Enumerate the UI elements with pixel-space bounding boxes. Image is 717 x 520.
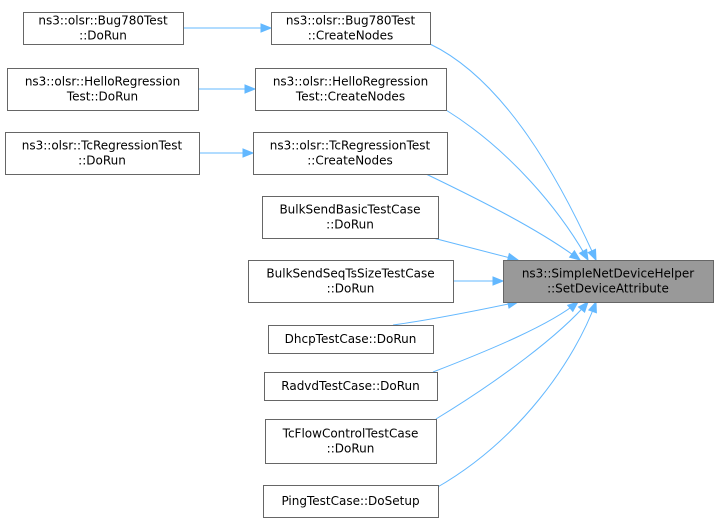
node-label-line: Test::DoRun <box>66 90 138 104</box>
arrowhead-icon <box>492 276 505 286</box>
node-box <box>268 325 434 354</box>
node-hello-createnodes[interactable]: ns3::olsr::HelloRegressionTest::CreateNo… <box>255 68 447 111</box>
node-label-line: ns3::olsr::HelloRegression <box>25 75 180 89</box>
node-label-line: BulkSendSeqTsSizeTestCase <box>266 267 434 281</box>
node-label-line: ns3::olsr::TcRegressionTest <box>22 139 183 153</box>
node-label-line: ns3::olsr::TcRegressionTest <box>270 139 431 153</box>
node-box <box>253 132 448 175</box>
edge-bulksend-seq-to-target <box>453 276 505 286</box>
node-label-line: ::CreateNodes <box>308 29 394 43</box>
node-bug780-createnodes[interactable]: ns3::olsr::Bug780Test::CreateNodes <box>271 12 431 45</box>
node-dhcp[interactable]: DhcpTestCase::DoRun <box>268 325 434 354</box>
node-box <box>264 372 438 401</box>
node-tc-createnodes[interactable]: ns3::olsr::TcRegressionTest::CreateNodes <box>253 132 448 175</box>
edge-bulksend-basic-to-target <box>432 237 520 262</box>
node-label-line: RadvdTestCase::DoRun <box>281 379 419 393</box>
node-bug780-dorun[interactable]: ns3::olsr::Bug780Test::DoRun <box>23 12 184 45</box>
arrowhead-icon <box>568 249 582 261</box>
edge-line <box>435 301 589 420</box>
edge-tcflow-to-target <box>435 300 589 420</box>
node-label-line: ::DoRun <box>78 154 126 168</box>
edge-line <box>432 301 579 373</box>
edge-radvd-to-target <box>432 301 580 373</box>
edge-line <box>435 301 597 489</box>
node-label-line: ns3::olsr::HelloRegression <box>273 75 428 89</box>
edge-hello-createnodes-to-target <box>445 109 589 262</box>
node-box <box>265 419 437 464</box>
node-box <box>262 196 439 239</box>
node-label-line: ns3::olsr::Bug780Test <box>38 14 168 28</box>
edge-bug780-createnodes-to-target <box>429 43 597 262</box>
node-label-line: ::DoRun <box>327 442 375 456</box>
node-bulksend-basic[interactable]: BulkSendBasicTestCase::DoRun <box>262 196 439 239</box>
edge-ping-to-target <box>435 300 597 489</box>
arrowhead-icon <box>587 300 597 314</box>
edge-tc-dorun-to-tc-createnodes <box>199 148 255 158</box>
edge-hello-dorun-to-hello-createnodes <box>198 84 257 94</box>
node-label-line: TcFlowControlTestCase <box>282 427 419 441</box>
arrowhead-icon <box>577 300 589 314</box>
node-box <box>7 68 199 111</box>
arrowhead-icon <box>242 148 255 158</box>
node-bulksend-seq[interactable]: BulkSendSeqTsSizeTestCase::DoRun <box>248 260 454 303</box>
node-tcflow[interactable]: TcFlowControlTestCase::DoRun <box>265 419 437 464</box>
node-box <box>248 260 454 303</box>
edge-tc-createnodes-to-target <box>425 173 582 261</box>
arrowhead-icon <box>587 248 597 262</box>
arrowhead-icon <box>578 248 589 262</box>
edge-bug780-dorun-to-bug780-createnodes <box>183 23 273 33</box>
node-label-line: ::CreateNodes <box>307 154 393 168</box>
node-label-line: Test::CreateNodes <box>295 90 405 104</box>
node-box <box>503 260 714 303</box>
arrowhead-icon <box>260 23 273 33</box>
node-label-line: ::DoRun <box>79 29 127 43</box>
node-box <box>271 12 431 45</box>
node-box <box>263 485 439 518</box>
node-box <box>23 12 184 45</box>
node-label-line: ::DoRun <box>326 218 374 232</box>
edge-dhcp-to-target <box>392 299 520 326</box>
nodes-layer: ns3::olsr::Bug780Test::DoRunns3::olsr::B… <box>5 12 714 518</box>
node-label-line: DhcpTestCase::DoRun <box>285 332 417 346</box>
node-box <box>255 68 447 111</box>
edge-line <box>392 301 519 326</box>
node-box <box>5 132 200 175</box>
edge-line <box>445 109 589 261</box>
node-target[interactable]: ns3::SimpleNetDeviceHelper::SetDeviceAtt… <box>503 260 714 303</box>
node-label-line: ::SetDeviceAttribute <box>547 282 669 296</box>
edge-line <box>429 43 597 261</box>
node-label-line: BulkSendBasicTestCase <box>279 203 420 217</box>
node-label-line: ns3::SimpleNetDeviceHelper <box>522 267 694 281</box>
edge-line <box>425 173 581 261</box>
node-label-line: ::DoRun <box>327 282 375 296</box>
node-ping[interactable]: PingTestCase::DoSetup <box>263 485 439 518</box>
node-label-line: PingTestCase::DoSetup <box>281 494 419 508</box>
edges-layer <box>183 23 597 489</box>
arrowhead-icon <box>244 84 257 94</box>
node-label-line: ns3::olsr::Bug780Test <box>286 14 416 28</box>
edge-line <box>432 237 519 261</box>
node-tc-dorun[interactable]: ns3::olsr::TcRegressionTest::DoRun <box>5 132 200 175</box>
node-radvd[interactable]: RadvdTestCase::DoRun <box>264 372 438 401</box>
arrowhead-icon <box>566 301 580 313</box>
